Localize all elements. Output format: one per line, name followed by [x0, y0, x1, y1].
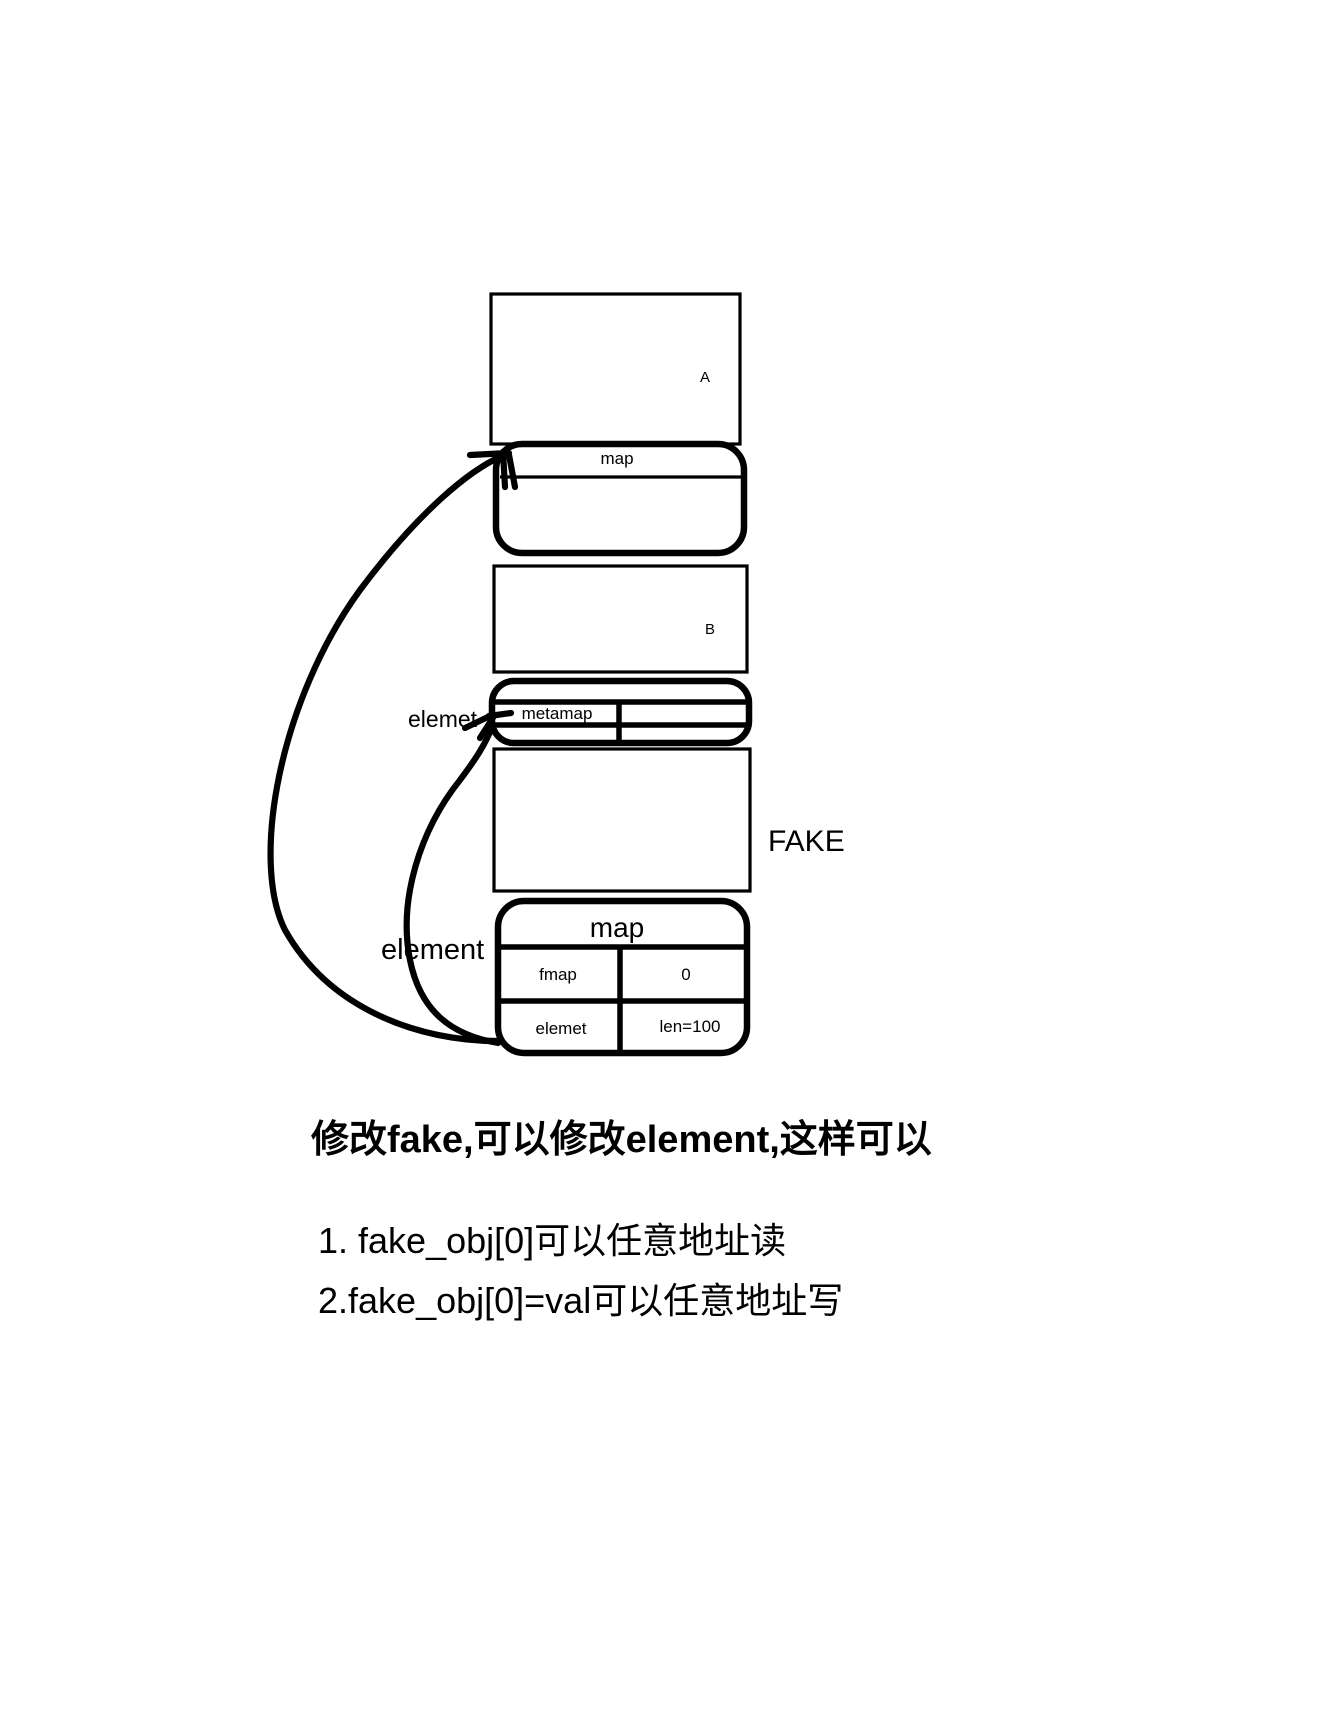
box-b-label: B: [705, 621, 715, 638]
map-cell-len: len=100: [660, 1017, 721, 1036]
fake-box: [492, 747, 752, 893]
notes-heading: 修改fake,可以修改element,这样可以: [311, 1119, 932, 1161]
box-b: [492, 564, 749, 674]
elemet-annotation-label: elemet: [408, 706, 478, 732]
map-box-bottom-header-label: map: [590, 912, 644, 943]
box-a-label: A: [700, 369, 710, 386]
notes-item-2: 2.fake_obj[0]=val可以任意地址写: [318, 1280, 843, 1321]
element-arrow-long: [267, 452, 506, 1045]
box-a: [489, 292, 742, 446]
map-cell-elemet: elemet: [535, 1019, 586, 1038]
element-annotation-label: element: [381, 934, 484, 966]
fake-box-label: FAKE: [768, 825, 845, 858]
elemet-arrow: [403, 723, 502, 1047]
map-box-top: [492, 440, 748, 557]
map-cell-fmap: fmap: [539, 965, 577, 984]
map-cell-zero: 0: [681, 965, 690, 984]
elemet-arrow-head-a: [476, 712, 498, 742]
elemet-arrow-head-c: [461, 711, 496, 732]
metamap-cell-label: metamap: [522, 704, 593, 723]
element-arrow-long-head-2: [505, 451, 519, 491]
notes-item-1: 1. fake_obj[0]可以任意地址读: [318, 1220, 786, 1261]
element-arrow-long-head: [466, 448, 513, 491]
map-box-top-header-label: map: [600, 449, 633, 468]
